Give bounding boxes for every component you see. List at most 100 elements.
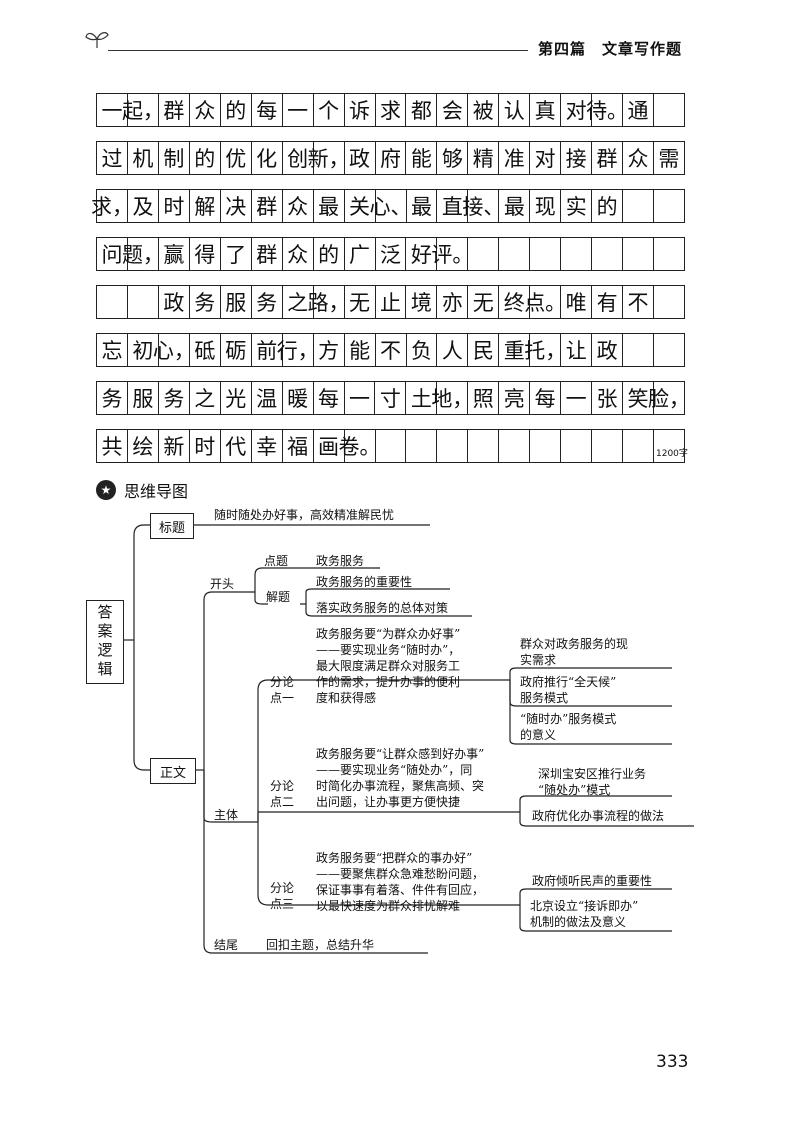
grid-cell: 求， bbox=[91, 190, 133, 222]
grid-cell bbox=[406, 430, 438, 462]
grid-cell: 温 bbox=[252, 382, 283, 414]
grid-cell bbox=[654, 190, 685, 222]
grid-cell: 一 bbox=[345, 382, 376, 414]
grid-cell: 唯 bbox=[561, 286, 593, 318]
grid-cell: 砺 bbox=[221, 334, 252, 366]
grid-cell: 一 bbox=[561, 382, 593, 414]
grid-cell: 绘 bbox=[128, 430, 159, 462]
grid-cell: 无 bbox=[345, 286, 376, 318]
grid-cell: 好 bbox=[406, 238, 438, 270]
grid-cell bbox=[592, 430, 623, 462]
grid-cell: 群 bbox=[592, 142, 623, 174]
p3-text: 政务服务要“把群众的事办好” ——要聚焦群众急难愁盼问题， 保证事事有着落、件件… bbox=[316, 850, 484, 914]
grid-cell: 政 bbox=[159, 286, 190, 318]
grid-cell bbox=[654, 238, 685, 270]
grid-cell: 每 bbox=[530, 382, 562, 414]
badge-icon: ★ bbox=[96, 480, 116, 500]
word-count: 1200字 bbox=[656, 449, 688, 459]
grid-cell: 的 bbox=[314, 238, 345, 270]
grid-cell: 有 bbox=[592, 286, 624, 318]
grid-cell bbox=[592, 238, 624, 270]
grid-cell: 过 bbox=[97, 142, 128, 174]
grid-cell: 张 bbox=[592, 382, 623, 414]
grid-cell: 笑 bbox=[623, 382, 654, 414]
jieti-text-2: 落实政务服务的总体对策 bbox=[316, 601, 449, 615]
p3-line: 政务服务要“把群众的事办好” bbox=[316, 851, 473, 865]
grid-cell: 实 bbox=[561, 190, 593, 222]
grid-cell: 每 bbox=[252, 94, 283, 126]
grid-cell: 前 bbox=[252, 334, 283, 366]
grid-cell bbox=[376, 430, 407, 462]
grid-cell: 对 bbox=[530, 142, 562, 174]
grid-cell: 不 bbox=[623, 286, 654, 318]
p1-text: 政务服务要“为群众办好事” ——要实现业务“随时办”， 最大限度满足群众对服务工… bbox=[316, 626, 460, 706]
grid-cell bbox=[437, 430, 469, 462]
grid-row: 过机制的优化创新，政府能够精准对接群众需 bbox=[96, 141, 685, 175]
branch-line: 机制的做法及意义 bbox=[530, 915, 627, 929]
grid-cell: 幸 bbox=[252, 430, 283, 462]
branch-line: “随处办”模式 bbox=[538, 783, 611, 797]
p1-line: 度和获得感 bbox=[316, 691, 377, 705]
grid-cell: 泛 bbox=[376, 238, 407, 270]
grid-cell: 之 bbox=[190, 382, 221, 414]
grid-cell: 新 bbox=[159, 430, 190, 462]
branch-line: “随时办”服务模式 bbox=[520, 712, 617, 726]
grid-cell: 现 bbox=[530, 190, 562, 222]
grid-cell: 最 bbox=[314, 190, 345, 222]
grid-cell: 暖 bbox=[283, 382, 314, 414]
grid-cell: 画 bbox=[314, 430, 345, 462]
grid-cell: 时 bbox=[159, 190, 190, 222]
grid-cell: 解 bbox=[190, 190, 221, 222]
grid-cell: 起， bbox=[122, 94, 164, 126]
p3-label: 分论点三 bbox=[270, 881, 295, 911]
grid-cell bbox=[654, 430, 685, 462]
grid-cell: 准 bbox=[499, 142, 531, 174]
grid-cell bbox=[654, 94, 685, 126]
grid-cell: 最 bbox=[407, 190, 438, 222]
grid-cell: 群 bbox=[159, 94, 190, 126]
p2-line: 时简化办事流程，聚焦高频、突 bbox=[316, 779, 485, 793]
grid-cell: 群 bbox=[252, 190, 283, 222]
p1-line: 作的需求，提升办事的便利 bbox=[316, 675, 461, 689]
grid-cell: 务 bbox=[190, 286, 221, 318]
grid-cell: 创 bbox=[283, 142, 314, 174]
grid-cell: 心、 bbox=[370, 190, 412, 222]
grid-cell: 点。 bbox=[524, 286, 566, 318]
grid-cell: 卷。 bbox=[339, 430, 381, 462]
grid-cell: 机 bbox=[128, 142, 159, 174]
p1-line: 最大限度满足群众对服务工 bbox=[316, 659, 461, 673]
grid-cell bbox=[654, 334, 685, 366]
grid-cell: 负 bbox=[407, 334, 438, 366]
grid-cell: 方 bbox=[314, 334, 345, 366]
grid-cell: 新， bbox=[308, 142, 350, 174]
grid-cell: 广 bbox=[345, 238, 376, 270]
grid-cell: 每 bbox=[314, 382, 345, 414]
branch-line: 实需求 bbox=[520, 653, 557, 667]
title-text: 随时随处办好事，高效精准解民忧 bbox=[214, 508, 395, 522]
grid-cell: 的 bbox=[592, 190, 624, 222]
grid-cell: 待。 bbox=[586, 94, 628, 126]
grid-cell: 的 bbox=[221, 94, 252, 126]
grid-cell: 求 bbox=[376, 94, 407, 126]
section-label: 第四篇 bbox=[538, 40, 587, 58]
grid-cell: 托， bbox=[524, 334, 566, 366]
grid-cell: 接、 bbox=[462, 190, 504, 222]
grid-cell bbox=[128, 286, 159, 318]
grid-cell: 务 bbox=[252, 286, 283, 318]
grid-cell: 让 bbox=[561, 334, 593, 366]
grid-row: 共绘新时代幸福画卷。 bbox=[96, 429, 685, 463]
grid-cell bbox=[468, 238, 500, 270]
grid-cell: 亦 bbox=[437, 286, 469, 318]
grid-cell: 被 bbox=[468, 94, 500, 126]
grid-cell: 务 bbox=[159, 382, 190, 414]
grid-cell: 都 bbox=[406, 94, 438, 126]
grid-cell bbox=[623, 334, 655, 366]
grid-cell: 众 bbox=[623, 142, 654, 174]
grid-cell bbox=[623, 190, 655, 222]
grid-cell: 忘 bbox=[97, 334, 128, 366]
grid-cell: 及 bbox=[128, 190, 159, 222]
grid-cell: 得 bbox=[190, 238, 221, 270]
p2-text: 政务服务要“让群众感到好办事” ——要实现业务“随处办”，同 时简化办事流程，聚… bbox=[316, 746, 484, 810]
root-node: 答案逻辑 bbox=[86, 600, 124, 684]
